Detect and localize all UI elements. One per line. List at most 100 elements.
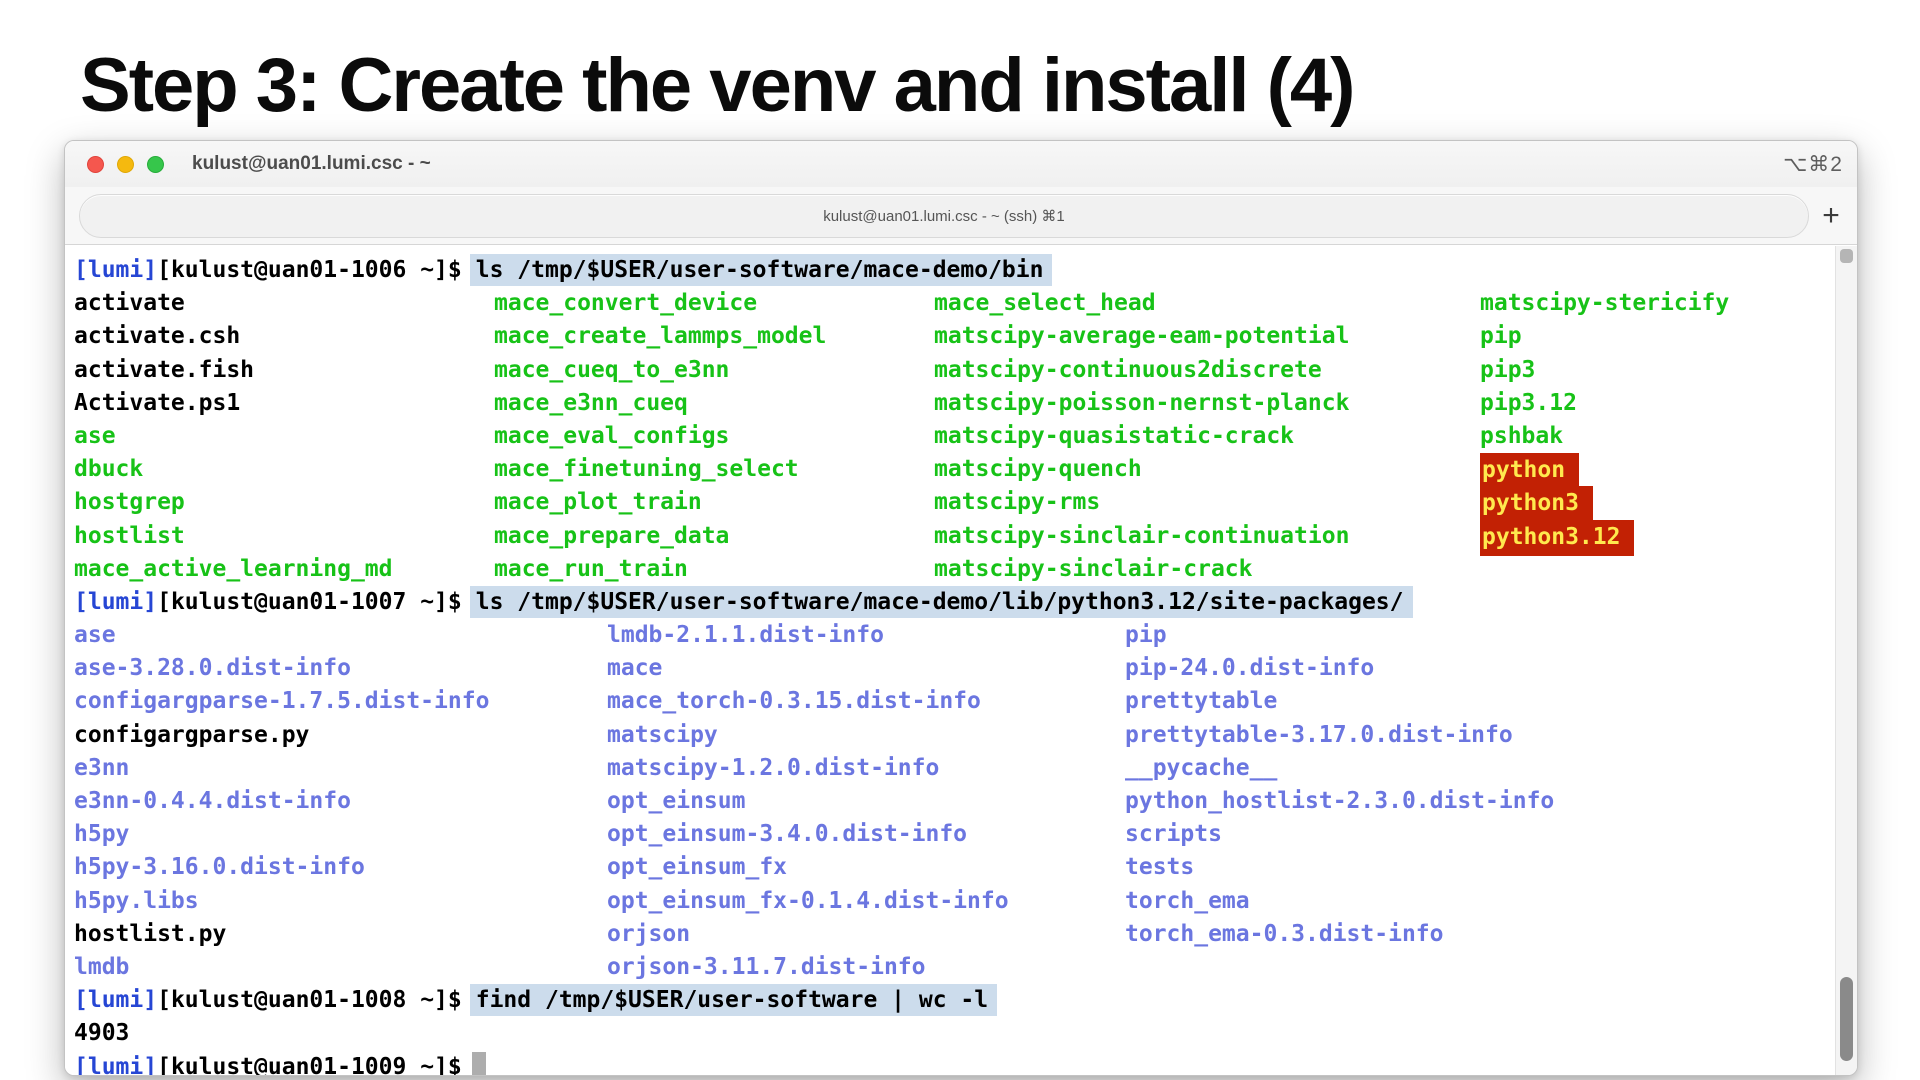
file-entry: mace_plot_train: [494, 489, 702, 516]
prompt-user: [kulust@uan01-1006 ~]$: [157, 257, 462, 283]
file-entry: matscipy-continuous2discrete: [934, 356, 1322, 383]
file-entry: dbuck: [74, 456, 144, 483]
prompt-line-1009: [lumi][kulust@uan01-1009 ~]$: [74, 1051, 1835, 1076]
file-entry: pip-24.0.dist-info: [1125, 655, 1375, 682]
close-button-icon[interactable]: [87, 155, 104, 173]
prompt-host: [lumi]: [74, 1053, 158, 1076]
file-entry: mace_eval_configs: [494, 422, 730, 449]
prompt-user: [kulust@uan01-1007 ~]$: [157, 588, 462, 615]
file-entry: matscipy-quasistatic-crack: [934, 422, 1295, 449]
tab-ssh-session[interactable]: kulust@uan01.lumi.csc - ~ (ssh) ⌘1: [79, 194, 1809, 238]
scrollbar[interactable]: [1835, 246, 1857, 1075]
file-entry: ase: [74, 622, 116, 649]
file-entry: matscipy-quench: [934, 456, 1142, 483]
window-titlebar[interactable]: kulust@uan01.lumi.csc - ~ ⌥⌘2: [65, 141, 1857, 187]
file-entry: matscipy-average-eam-potential: [934, 323, 1350, 350]
file-entry: activate.fish: [74, 356, 255, 383]
file-entry: matscipy-stericify: [1480, 290, 1730, 317]
file-entry: python3.12: [1480, 519, 1835, 556]
command-ls-bin: ls /tmp/$USER/user-software/mace-demo/bi…: [469, 254, 1053, 286]
prompt-host: [lumi]: [74, 987, 158, 1014]
file-entry: e3nn-0.4.4.dist-info: [74, 788, 351, 814]
file-entry: pip3: [1480, 356, 1536, 383]
window-title: kulust@uan01.lumi.csc - ~: [192, 153, 431, 174]
file-entry: activate.csh: [74, 323, 241, 350]
file-entry: pshbak: [1480, 422, 1564, 449]
file-entry: pip: [1125, 622, 1167, 649]
prompt-line-1008: [lumi][kulust@uan01-1008 ~]$ find /tmp/$U…: [74, 984, 1835, 1017]
prompt-host: [lumi]: [74, 257, 158, 283]
prompt-host: [lumi]: [74, 588, 158, 615]
file-entry: lmdb: [74, 953, 130, 980]
file-entry: ase: [74, 422, 116, 449]
new-tab-button[interactable]: +: [1811, 194, 1851, 238]
file-entry: opt_einsum_fx: [607, 854, 788, 881]
file-entry: lmdb-2.1.1.dist-info: [607, 622, 884, 649]
file-entry: scripts: [1125, 821, 1222, 848]
tab-label: kulust@uan01.lumi.csc - ~ (ssh) ⌘1: [823, 208, 1065, 225]
file-entry: pip: [1480, 323, 1522, 350]
file-entry: h5py: [74, 821, 130, 848]
file-entry: opt_einsum_fx-0.1.4.dist-info: [607, 887, 1009, 914]
file-entry: [1125, 951, 1835, 984]
minimize-button-icon[interactable]: [117, 155, 134, 173]
file-entry: prettytable: [1125, 688, 1278, 715]
file-entry: orjson: [607, 920, 691, 947]
file-entry: tests: [1125, 854, 1195, 881]
file-entry: configargparse-1.7.5.dist-info: [74, 688, 490, 715]
window-shortcut-badge: ⌥⌘2: [1783, 152, 1843, 176]
file-entry: torch_ema: [1125, 887, 1250, 914]
terminal-output[interactable]: [lumi][kulust@uan01-1006 ~]$ls /tmp/$USE…: [65, 246, 1835, 1075]
command-find-wc: find /tmp/$USER/user-software | wc -l: [469, 984, 998, 1017]
file-entry: configargparse.py: [74, 721, 310, 748]
file-entry: mace_active_learning_md: [74, 555, 393, 582]
file-entry: mace_cueq_to_e3nn: [494, 356, 730, 383]
file-entry: Activate.ps1: [74, 389, 241, 416]
slide-title: Step 3: Create the venv and install (4): [80, 43, 1356, 128]
traffic-light-group: [87, 155, 164, 173]
terminal-cursor: [471, 1051, 486, 1075]
prompt-line-1006: [lumi][kulust@uan01-1006 ~]$ ls /tmp/$USE…: [74, 254, 1835, 287]
file-entry: python: [1480, 453, 1835, 490]
file-entry: h5py-3.16.0.dist-info: [74, 854, 365, 881]
prompt-user: [kulust@uan01-1009 ~]$: [157, 1053, 462, 1076]
prompt-user: [kulust@uan01-1008 ~]$: [157, 987, 462, 1014]
file-entry: hostgrep: [74, 489, 185, 516]
file-entry: mace_e3nn_cueq: [494, 389, 688, 416]
file-entry: prettytable-3.17.0.dist-info: [1125, 721, 1513, 748]
file-entry: hostlist: [74, 522, 185, 549]
file-entry: matscipy-rms: [934, 489, 1101, 516]
file-entry: orjson-3.11.7.dist-info: [607, 953, 926, 980]
file-entry: [1480, 553, 1835, 586]
file-entry: matscipy-poisson-nernst-planck: [934, 389, 1350, 416]
prompt-line-1007: [lumi][kulust@uan01-1007 ~]$ ls /tmp/$USE…: [74, 585, 1835, 619]
file-entry: matscipy-sinclair-continuation: [934, 522, 1350, 549]
file-entry: __pycache__: [1125, 754, 1278, 781]
file-entry: e3nn: [74, 754, 130, 781]
file-entry: activate: [74, 290, 185, 317]
file-entry: mace_finetuning_select: [494, 456, 799, 483]
file-entry: hostlist.py: [74, 920, 227, 947]
zoom-button-icon[interactable]: [147, 155, 164, 173]
file-entry: matscipy-1.2.0.dist-info: [607, 754, 940, 781]
file-entry: python3: [1480, 486, 1835, 523]
file-entry: pip3.12: [1480, 389, 1577, 416]
find-count-output: 4903: [74, 1020, 130, 1047]
terminal-window: kulust@uan01.lumi.csc - ~ ⌥⌘2 kulust@uan…: [64, 140, 1858, 1076]
file-entry: mace_convert_device: [494, 290, 758, 317]
file-entry: python_hostlist-2.3.0.dist-info: [1125, 788, 1555, 814]
file-entry: torch_ema-0.3.dist-info: [1125, 920, 1444, 947]
file-entry: mace_torch-0.3.15.dist-info: [607, 688, 981, 715]
file-entry: mace_prepare_data: [494, 522, 730, 549]
scrollbar-top-piece: [1840, 249, 1853, 263]
scrollbar-thumb[interactable]: [1840, 977, 1853, 1061]
tab-bar: kulust@uan01.lumi.csc - ~ (ssh) ⌘1 +: [65, 187, 1857, 245]
command-ls-site-packages: ls /tmp/$USER/user-software/mace-demo/li…: [469, 585, 1413, 618]
file-entry: matscipy-sinclair-crack: [934, 555, 1253, 582]
file-entry: mace_create_lammps_model: [494, 323, 827, 350]
file-entry: opt_einsum-3.4.0.dist-info: [607, 821, 968, 848]
file-entry: h5py.libs: [74, 887, 199, 914]
bin-file-listing: activate mace_convert_device mace_select_h…: [74, 287, 1835, 586]
file-entry: mace_select_head: [934, 290, 1156, 317]
